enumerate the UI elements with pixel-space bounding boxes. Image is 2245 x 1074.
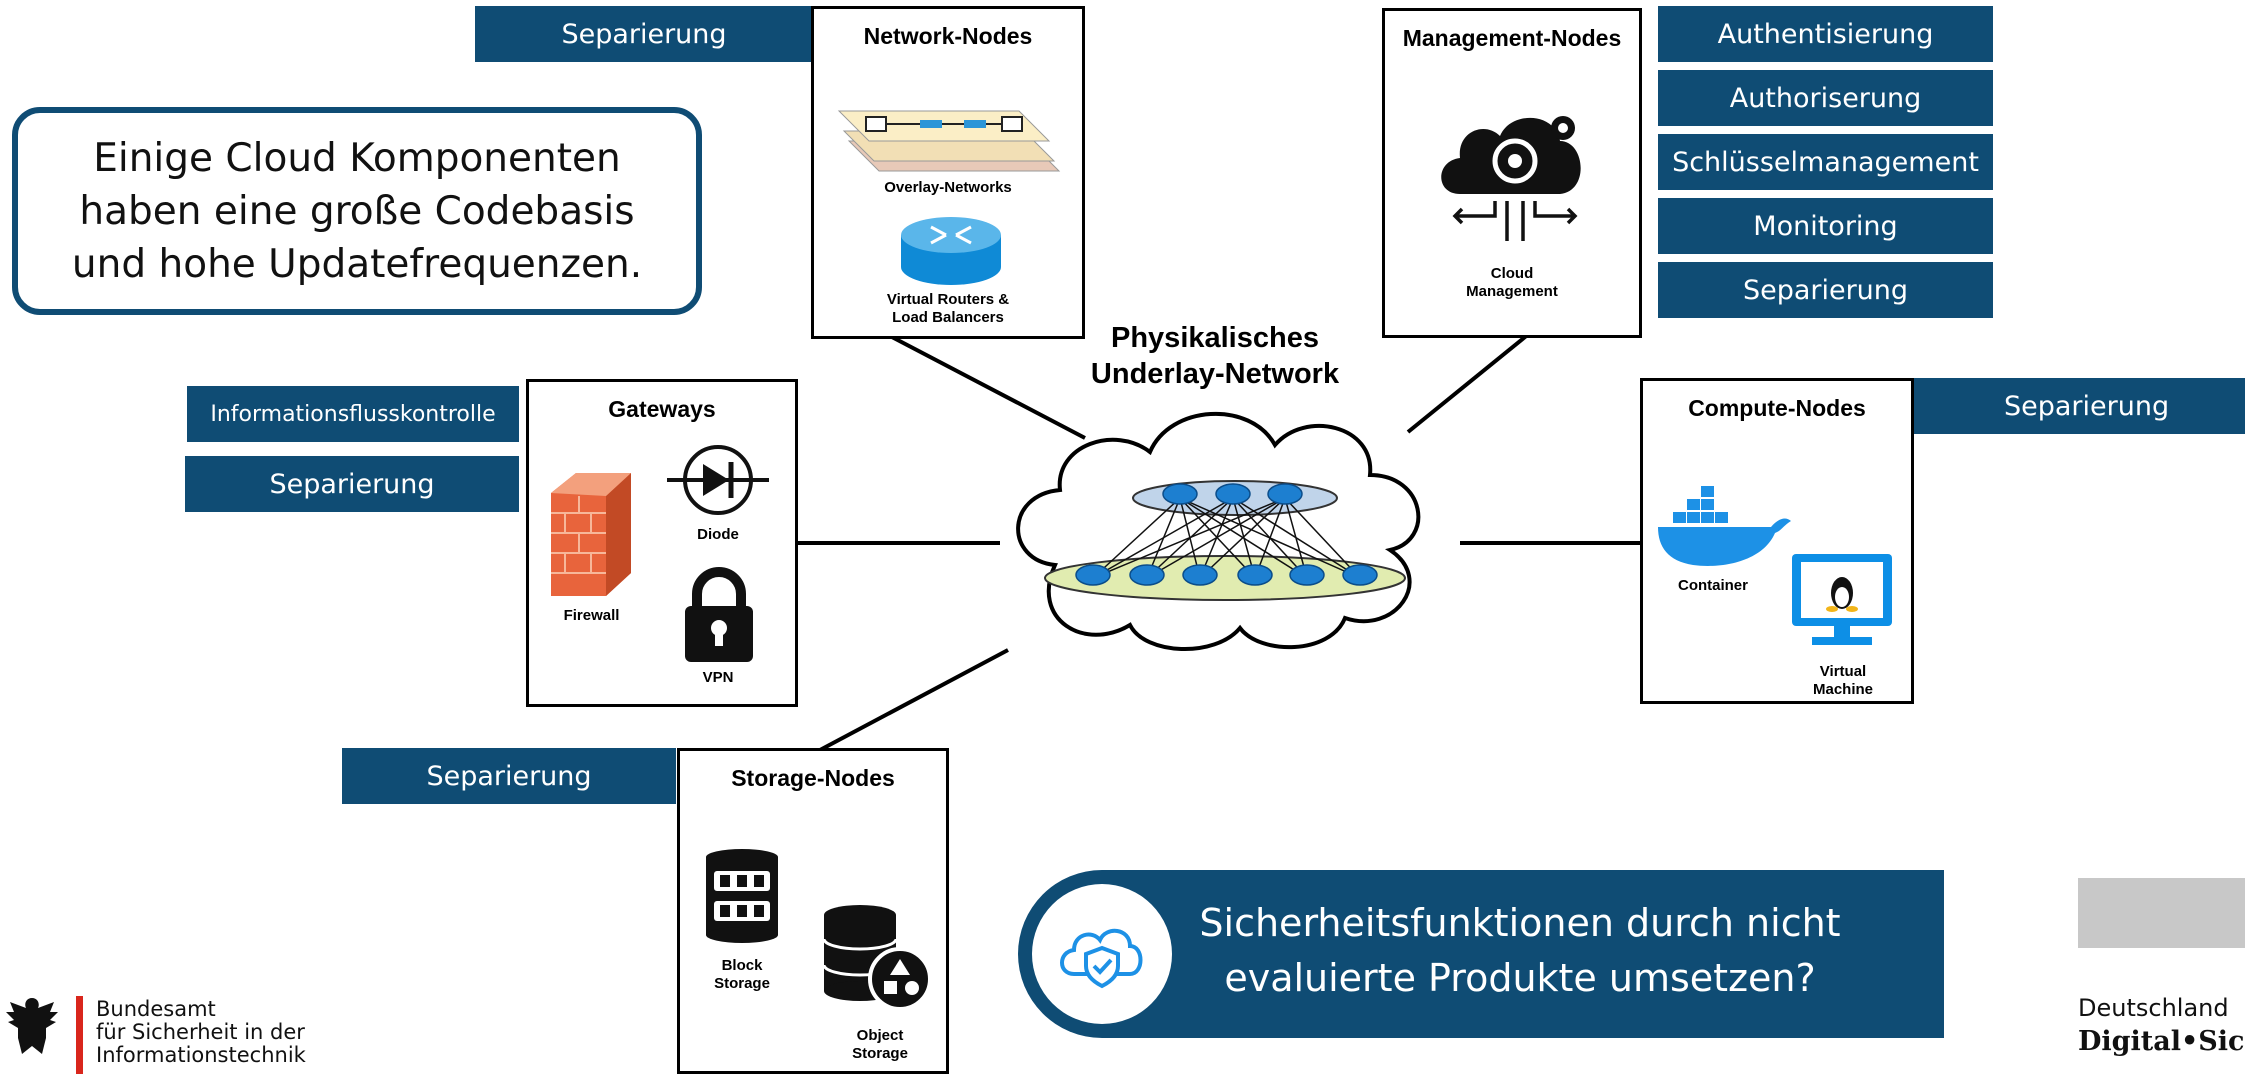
management-tag-authentisierung: Authentisierung [1658,6,1993,62]
virtual-machine-icon [1792,554,1892,645]
underlay-title-line1: Physikalisches [1111,322,1319,354]
gateways-box: Gateways Firewall Diode VPN [526,379,798,707]
campaign-line2: Digital•Sicher [2078,1026,2245,1057]
docker-container-icon [1658,486,1791,566]
diode-label: Diode [697,526,739,543]
block-storage-label: Block Storage [694,957,790,993]
vm-label-line2: Machine [1812,681,1873,698]
bsi-line2: für Sicherheit in der [96,1020,305,1044]
object-label-line2: Storage [852,1045,908,1062]
underlay-network-title: Physikalisches Underlay-Network [1080,320,1350,392]
storage-nodes-title: Storage-Nodes [731,765,895,791]
network-nodes-title: Network-Nodes [863,23,1033,49]
object-storage-icon [822,905,932,1011]
callout-line1: Einige Cloud Komponenten [93,135,621,181]
gateways-tag-informationsflusskontrolle: Informationsflusskontrolle [187,386,519,442]
router-label-line1: Virtual Routers & [886,291,1010,308]
gray-placeholder-box [2078,878,2245,948]
compute-nodes-title: Compute-Nodes [1688,395,1866,421]
compute-tag-separierung: Separierung [1914,378,2245,434]
underlay-network-cloud [1016,412,1421,651]
question-line2: evaluierte Produkte umsetzen? [1224,956,1816,1000]
vpn-label: VPN [702,669,734,686]
management-tag-monitoring: Monitoring [1658,198,1993,254]
compute-nodes-box: Compute-Nodes Container Virtual Machine [1640,378,1914,704]
diode-icon [667,445,769,515]
block-storage-icon [706,849,778,943]
cloud-management-label-line1: Cloud [1490,265,1534,282]
virtual-machine-label: Virtual Machine [1773,663,1913,699]
gateways-tag-separierung: Separierung [185,456,519,512]
block-label-line1: Block [721,957,763,974]
management-tag-separierung: Separierung [1658,262,1993,318]
firewall-icon [551,473,631,596]
router-icon [901,217,1001,285]
network-nodes-box: Network-Nodes Overlay-Networks Virtual R… [811,6,1085,339]
overlay-network-icon [837,110,1061,172]
gateways-title: Gateways [608,396,716,422]
router-label: Virtual Routers & Load Balancers [814,291,1082,327]
object-storage-label: Object Storage [830,1027,930,1063]
cloud-management-icon [1441,116,1581,241]
vm-label-line1: Virtual [1819,663,1867,680]
firewall-label: Firewall [563,607,620,624]
storage-nodes-box: Storage-Nodes Block Storage Object Stora… [677,748,949,1074]
container-label: Container [1677,577,1748,594]
cloud-management-label-line2: Management [1466,283,1558,300]
campaign-line1: Deutschland [2078,994,2229,1022]
bsi-line1: Bundesamt [96,997,216,1021]
codebase-callout: Einige Cloud Komponenten haben eine groß… [12,107,702,315]
management-nodes-title: Management-Nodes [1402,25,1622,51]
question-line1: Sicherheitsfunktionen durch nicht [1199,901,1841,945]
underlay-title-line2: Underlay-Network [1090,358,1340,390]
router-label-line2: Load Balancers [892,309,1004,326]
question-text: Sicherheitsfunktionen durch nicht evalui… [1120,896,1920,1006]
block-label-line2: Storage [714,975,770,992]
cloud-management-label: Cloud Management [1385,265,1639,301]
callout-line3: und hohe Updatefrequenzen. [71,241,643,287]
question-banner [1018,870,1944,1038]
bsi-wordmark: Bundesamt für Sicherheit in der Informat… [96,998,306,1067]
cloud-shield-icon [1032,884,1172,1024]
network-nodes-tag-separierung: Separierung [475,6,813,62]
management-nodes-box: Management-Nodes Cloud Management [1382,8,1642,338]
bsi-red-bar [76,996,83,1074]
callout-line2: haben eine große Codebasis [79,188,635,234]
management-tag-schluesselmanagement: Schlüsselmanagement [1658,134,1993,190]
object-label-line1: Object [856,1027,904,1044]
storage-tag-separierung: Separierung [342,748,676,804]
federal-eagle-icon [6,998,58,1054]
bsi-line3: Informationstechnik [96,1043,306,1067]
management-tag-authoriserung: Authoriserung [1658,70,1993,126]
vpn-lock-icon [685,567,753,662]
overlay-networks-label: Overlay-Networks [884,179,1012,196]
